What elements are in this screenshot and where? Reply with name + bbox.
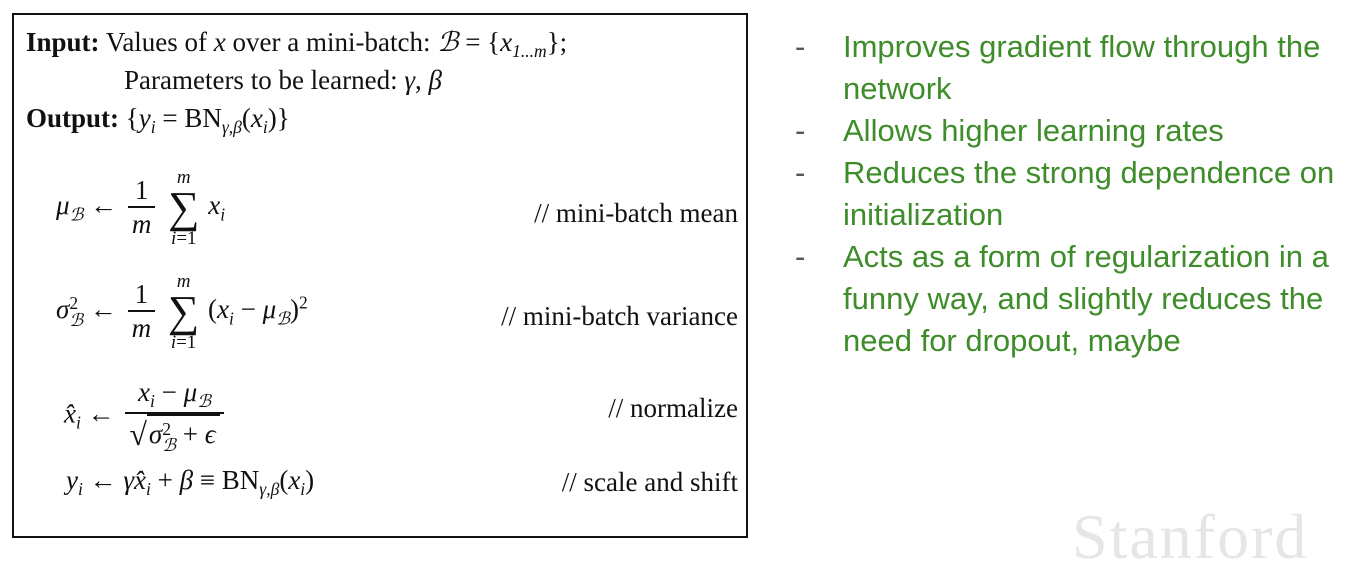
bullet-item: - Reduces the strong dependence on initia… xyxy=(795,152,1345,236)
benefits-list: - Improves gradient flow through the netw… xyxy=(795,26,1345,362)
comment-scale-shift: // scale and shift xyxy=(561,467,738,497)
bullet-dash: - xyxy=(795,239,806,274)
bullet-dash: - xyxy=(795,113,806,148)
bullet-item: - Allows higher learning rates xyxy=(795,110,1345,152)
bullet-dash: - xyxy=(795,155,806,190)
input-set-formula: ℬ = {x1...m}; xyxy=(437,27,568,62)
comment-variance: // mini-batch variance xyxy=(501,301,738,331)
bullet-dash: - xyxy=(795,29,806,64)
comment-mean: // mini-batch mean xyxy=(534,198,738,228)
bullet-text: Allows higher learning rates xyxy=(843,113,1224,148)
input-text-2: over a mini-batch: xyxy=(232,27,431,57)
input-label: Input: xyxy=(26,27,100,57)
output-label: Output: xyxy=(26,103,120,133)
output-line: Output: {yi = BNγ,β(xi)} xyxy=(26,103,290,138)
scale-shift-formula: yi ← γx̂i + β ≡ BNγ,β(xi) xyxy=(66,465,315,500)
params-text: Parameters to be learned: xyxy=(124,65,398,95)
bullet-text: Reduces the strong dependence on initial… xyxy=(843,155,1335,232)
bullet-item: - Improves gradient flow through the netw… xyxy=(795,26,1345,110)
bullet-text: Acts as a form of regularization in a fu… xyxy=(843,239,1329,358)
bullet-item: - Acts as a form of regularization in a f… xyxy=(795,236,1345,362)
input-line: Input: Values of x over a mini-batch: ℬ … xyxy=(26,27,567,62)
bullet-text: Improves gradient flow through the netwo… xyxy=(843,29,1321,106)
params-line: Parameters to be learned: γ, β xyxy=(124,65,442,96)
stanford-watermark: Stanford xyxy=(1072,501,1309,572)
batchnorm-algorithm-box: Input: Values of x over a mini-batch: ℬ … xyxy=(12,13,748,538)
params-vars: γ, β xyxy=(404,65,442,95)
input-var-x: x xyxy=(213,27,226,57)
output-formula: {yi = BNγ,β(xi)} xyxy=(125,103,290,138)
comment-normalize: // normalize xyxy=(608,393,738,423)
input-text: Values of xyxy=(105,27,208,57)
